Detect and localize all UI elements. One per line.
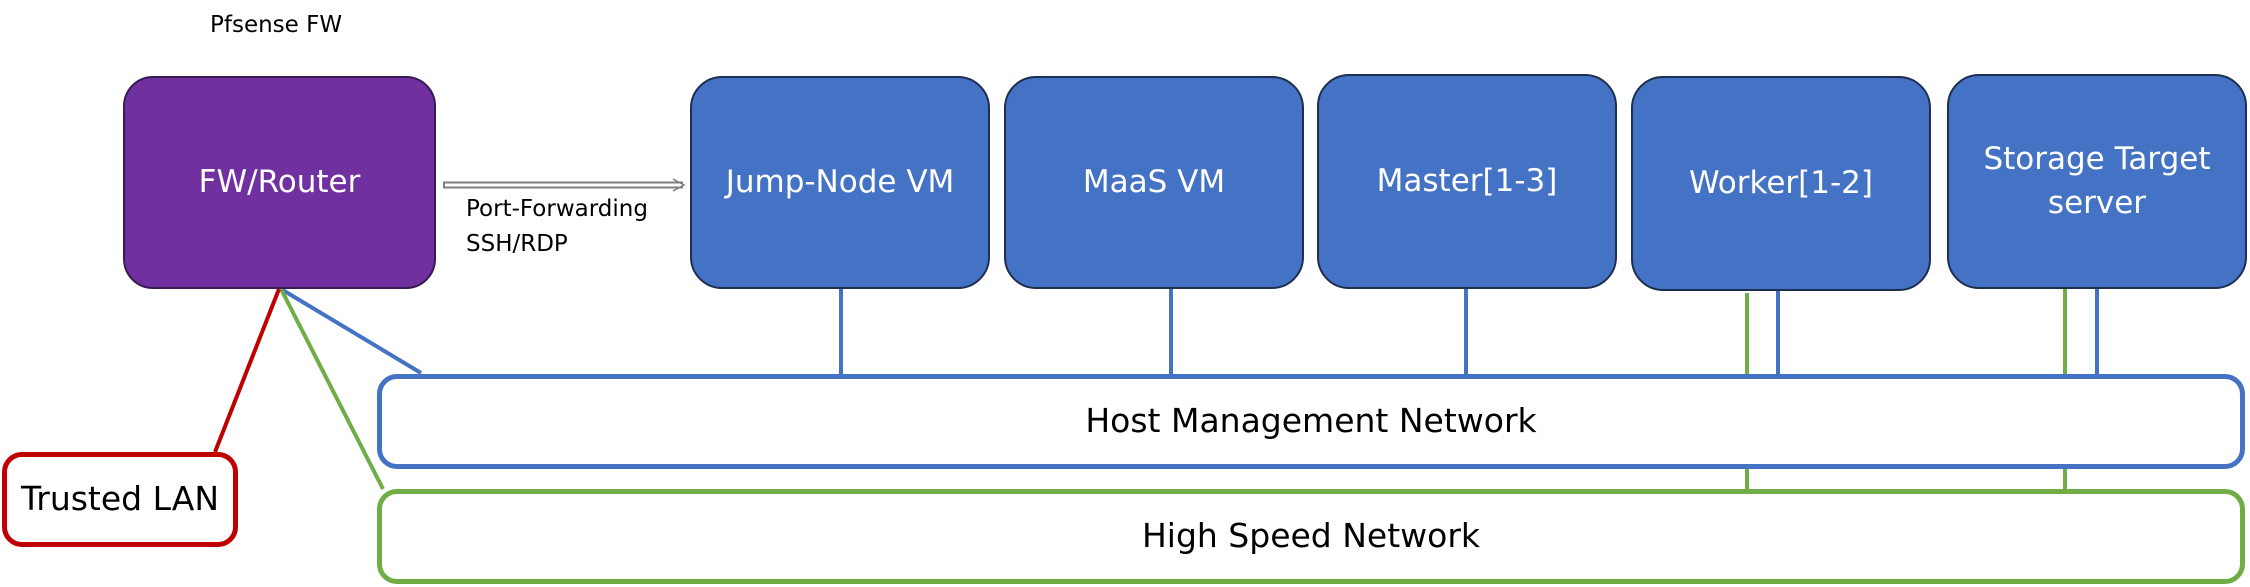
maas-vm[interactable]: MaaS VM: [1004, 76, 1304, 289]
host-management-network[interactable]: Host Management Network: [377, 374, 2245, 469]
fw-router-label: FW/Router: [198, 163, 361, 200]
ssh-rdp-label: SSH/RDP: [466, 231, 568, 257]
port-forwarding-arrow: [443, 178, 686, 192]
host-management-network-label: Host Management Network: [1085, 401, 1537, 441]
router-to-high-speed-network-line: [279, 288, 385, 490]
high-speed-network-label: High Speed Network: [1141, 516, 1481, 556]
jump-node-vm[interactable]: Jump-Node VM: [690, 76, 990, 289]
router-to-trusted-lan-line: [213, 288, 281, 453]
port-forwarding-label: Port-Forwarding: [466, 196, 648, 222]
trusted-lan[interactable]: Trusted LAN: [2, 452, 238, 547]
worker-nodes[interactable]: Worker[1-2]: [1631, 76, 1931, 291]
high-speed-network[interactable]: High Speed Network: [377, 489, 2245, 584]
fw-router-node[interactable]: FW/Router: [123, 76, 436, 289]
storage-target-server[interactable]: Storage Target server: [1947, 74, 2247, 289]
worker-nodes-label: Worker[1-2]: [1688, 164, 1874, 201]
maas-vm-label: MaaS VM: [1082, 163, 1226, 200]
jump-node-vm-label: Jump-Node VM: [725, 163, 955, 200]
master-nodes[interactable]: Master[1-3]: [1317, 74, 1617, 289]
storage-target-server-label: Storage Target server: [1983, 141, 2211, 221]
firewall-title: Pfsense FW: [210, 12, 343, 38]
trusted-lan-label: Trusted LAN: [20, 479, 220, 519]
master-nodes-label: Master[1-3]: [1376, 162, 1558, 199]
router-to-host-network-line: [279, 287, 423, 375]
